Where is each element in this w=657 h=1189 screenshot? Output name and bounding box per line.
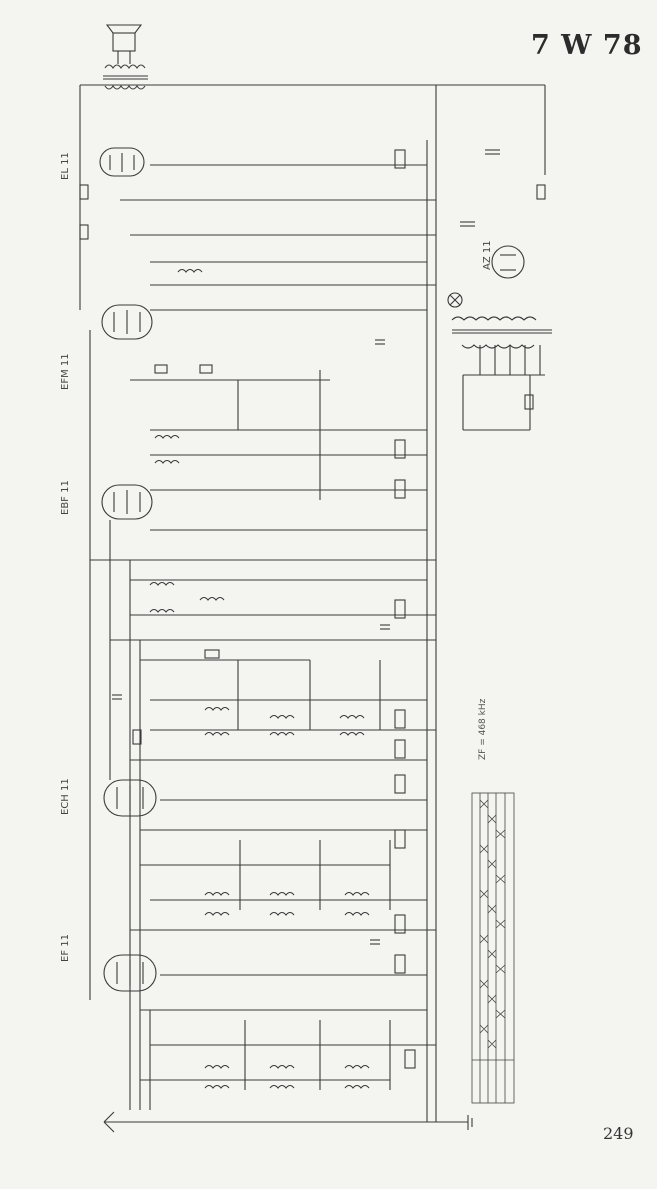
tube-efm11-icon	[101, 304, 153, 340]
mains-transformer-icon	[451, 316, 552, 431]
model-title: 7 W 78	[531, 30, 643, 61]
band-switch-table	[471, 792, 515, 1104]
tube-az11-icon	[491, 245, 525, 279]
tube-ebf11-icon	[101, 484, 153, 520]
loudspeaker-icon	[105, 24, 143, 64]
tube-el11-icon	[99, 147, 145, 177]
output-transformer-icon	[103, 64, 148, 90]
antenna-arrow-icon	[103, 1111, 115, 1133]
page-number: 249	[603, 1124, 634, 1143]
pilot-lamp-icon	[447, 292, 463, 308]
